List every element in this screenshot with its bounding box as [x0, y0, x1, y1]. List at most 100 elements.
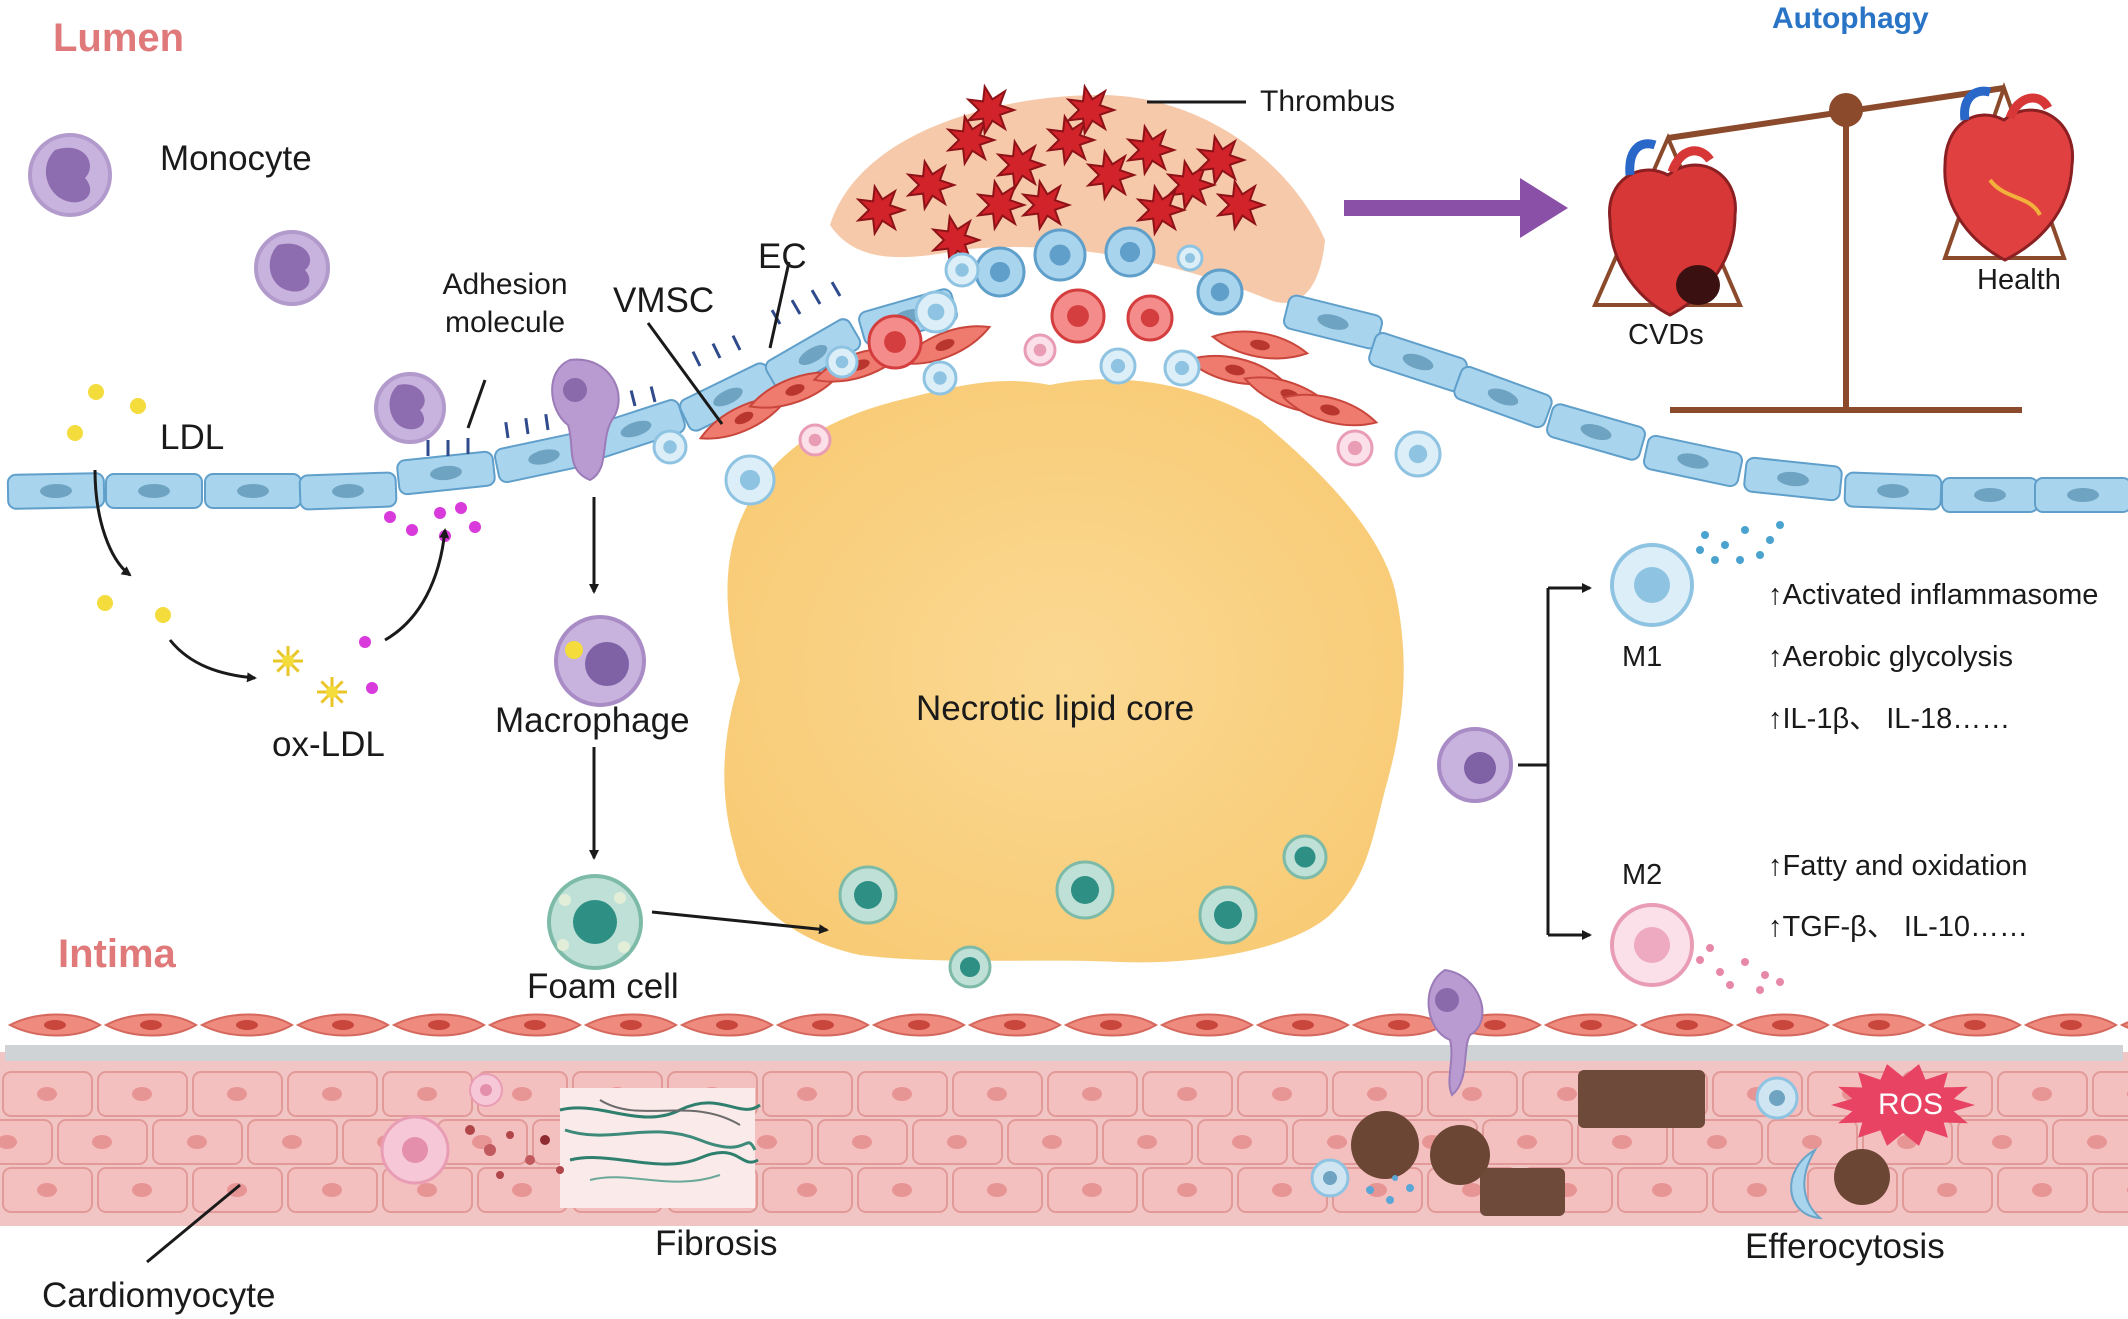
- smooth-muscle-nucleus: [1100, 1020, 1122, 1030]
- endothelial-cell: [1743, 456, 1843, 502]
- macrophage-cell: [554, 615, 646, 707]
- m1-cytokine: [1736, 556, 1744, 564]
- autophagy-arrow: [1344, 178, 1568, 238]
- smooth-muscle-nucleus: [2060, 1020, 2082, 1030]
- endothelial-nucleus: [1777, 471, 1809, 487]
- cardiomyocyte-nucleus: [1177, 1087, 1197, 1101]
- m2-macrophage: [1610, 903, 1694, 987]
- heart-icon-cvd: [1608, 139, 1737, 317]
- m2-cytokine: [1741, 958, 1749, 966]
- smooth-muscle-cell: [2119, 1021, 2128, 1029]
- smooth-muscle-nucleus: [524, 1020, 546, 1030]
- endothelial-nucleus: [713, 387, 743, 407]
- cardiomyocyte-grid: [0, 1071, 2128, 1213]
- smooth-muscle-nucleus: [1004, 1020, 1026, 1030]
- ros-label: ROS: [1878, 1088, 1944, 1121]
- plaque-cell-nucleus: [1119, 241, 1141, 263]
- cardiomyocyte-nucleus: [322, 1087, 342, 1101]
- cardiomyocyte-nucleus: [757, 1135, 777, 1149]
- endothelial-cell: [1643, 434, 1743, 488]
- m1-cytokine: [1741, 526, 1749, 534]
- efferocytosis-label: Efferocytosis: [1745, 1227, 1945, 1266]
- cardiomyocyte-nucleus: [282, 1135, 302, 1149]
- endothelial-cell: [764, 318, 862, 392]
- smooth-muscle-nucleus: [236, 1020, 258, 1030]
- ros-burst: [1831, 1064, 1975, 1146]
- ldl-particles: [67, 384, 171, 623]
- cardiomyocyte-nucleus: [797, 1087, 817, 1101]
- endothelial-cell: [1941, 477, 2039, 513]
- platelet: [1045, 113, 1098, 167]
- cardiomyocyte-nucleus: [892, 1087, 912, 1101]
- m2-effect-2: ↑TGF-β、 IL-10……: [1768, 911, 2028, 943]
- cardiomyocyte-nucleus: [797, 1183, 817, 1197]
- adhesion-molecule: [711, 342, 722, 359]
- plaque-cell-nucleus: [989, 261, 1011, 283]
- smooth-muscle-nucleus: [716, 1020, 738, 1030]
- m1-cytokine: [1701, 531, 1709, 539]
- endothelial-cell: [298, 471, 398, 511]
- m1-cytokine: [1776, 521, 1784, 529]
- ox-ldl-particles: [273, 646, 347, 707]
- m1-effect-3: ↑IL-1β、 IL-18……: [1768, 703, 2011, 735]
- monocyte-adhering: [374, 372, 446, 444]
- m1-cytokine: [1756, 551, 1764, 559]
- endothelial-nucleus: [2067, 488, 2099, 502]
- cardiomyocyte-nucleus: [1272, 1087, 1292, 1101]
- cardiomyocyte-nucleus: [512, 1087, 532, 1101]
- m2-cytokine: [1776, 978, 1784, 986]
- vsmc-cell: [1210, 330, 1310, 360]
- plaque-cell-nucleus: [1110, 358, 1126, 374]
- monocyte-transmigrating-intima: [1427, 968, 1484, 1097]
- foam-cell-nucleus: [854, 881, 882, 909]
- platelet: [975, 178, 1028, 232]
- cardiomyocyte-nucleus: [37, 1183, 57, 1197]
- intima-smooth-muscle-row: [7, 1013, 2128, 1037]
- adhesion-molecule: [629, 390, 637, 407]
- smooth-muscle-nucleus: [1388, 1020, 1410, 1030]
- smooth-muscle-nucleus: [812, 1020, 834, 1030]
- platelet: [1020, 178, 1073, 232]
- cardiomyocyte-nucleus: [1652, 1183, 1672, 1197]
- cardiomyocyte-nucleus: [322, 1183, 342, 1197]
- plaque-cell-nucleus: [663, 440, 677, 454]
- platelet: [965, 83, 1018, 137]
- endothelial-nucleus: [1487, 388, 1519, 406]
- macrophage-label: Macrophage: [495, 701, 690, 740]
- smooth-muscle-nucleus: [44, 1020, 66, 1030]
- cardiomyocyte-nucleus: [1232, 1135, 1252, 1149]
- smooth-muscle-nucleus: [620, 1020, 642, 1030]
- cardiomyocyte-nucleus: [417, 1087, 437, 1101]
- vsmc-nucleus: [785, 384, 805, 396]
- cardiomyocyte-nucleus: [1367, 1087, 1387, 1101]
- cardiomyocyte-nucleus: [987, 1183, 1007, 1197]
- endothelial-nucleus: [138, 484, 170, 498]
- vsmc-nucleus: [1225, 364, 1245, 376]
- basement-membrane: [5, 1045, 2123, 1061]
- endothelial-nucleus: [798, 344, 828, 366]
- smooth-muscle-nucleus: [1196, 1020, 1218, 1030]
- cardiomyocyte-nucleus: [1082, 1087, 1102, 1101]
- heart-icon-healthy: [1943, 86, 2075, 262]
- cardiomyocyte-nucleus: [1462, 1087, 1482, 1101]
- plaque-cell-nucleus: [1184, 252, 1196, 264]
- plaque-immune-cells: [652, 226, 1442, 506]
- foam-cells-in-core: [838, 834, 1328, 989]
- foam-cell-nucleus: [1071, 876, 1099, 904]
- endothelial-nucleus: [1317, 314, 1349, 330]
- foam-cell-label: Foam cell: [527, 967, 679, 1006]
- cardiomyocyte-nucleus: [1747, 1183, 1767, 1197]
- m2-cytokine-dots: [1696, 944, 1784, 994]
- m1-cytokine: [1766, 536, 1774, 544]
- endothelial-nucleus: [1677, 453, 1709, 469]
- ox-ldl-label: ox-LDL: [272, 725, 385, 764]
- endothelial-cell: [396, 450, 496, 496]
- cardiomyocyte-nucleus: [1367, 1183, 1387, 1197]
- cardiomyocyte-nucleus: [2032, 1183, 2052, 1197]
- monocyte-transmigrating: [551, 358, 620, 482]
- cardiomyocyte-nucleus: [1937, 1183, 1957, 1197]
- endothelial-nucleus: [620, 420, 652, 438]
- smooth-muscle-nucleus: [1868, 1020, 1890, 1030]
- platelet: [905, 158, 958, 212]
